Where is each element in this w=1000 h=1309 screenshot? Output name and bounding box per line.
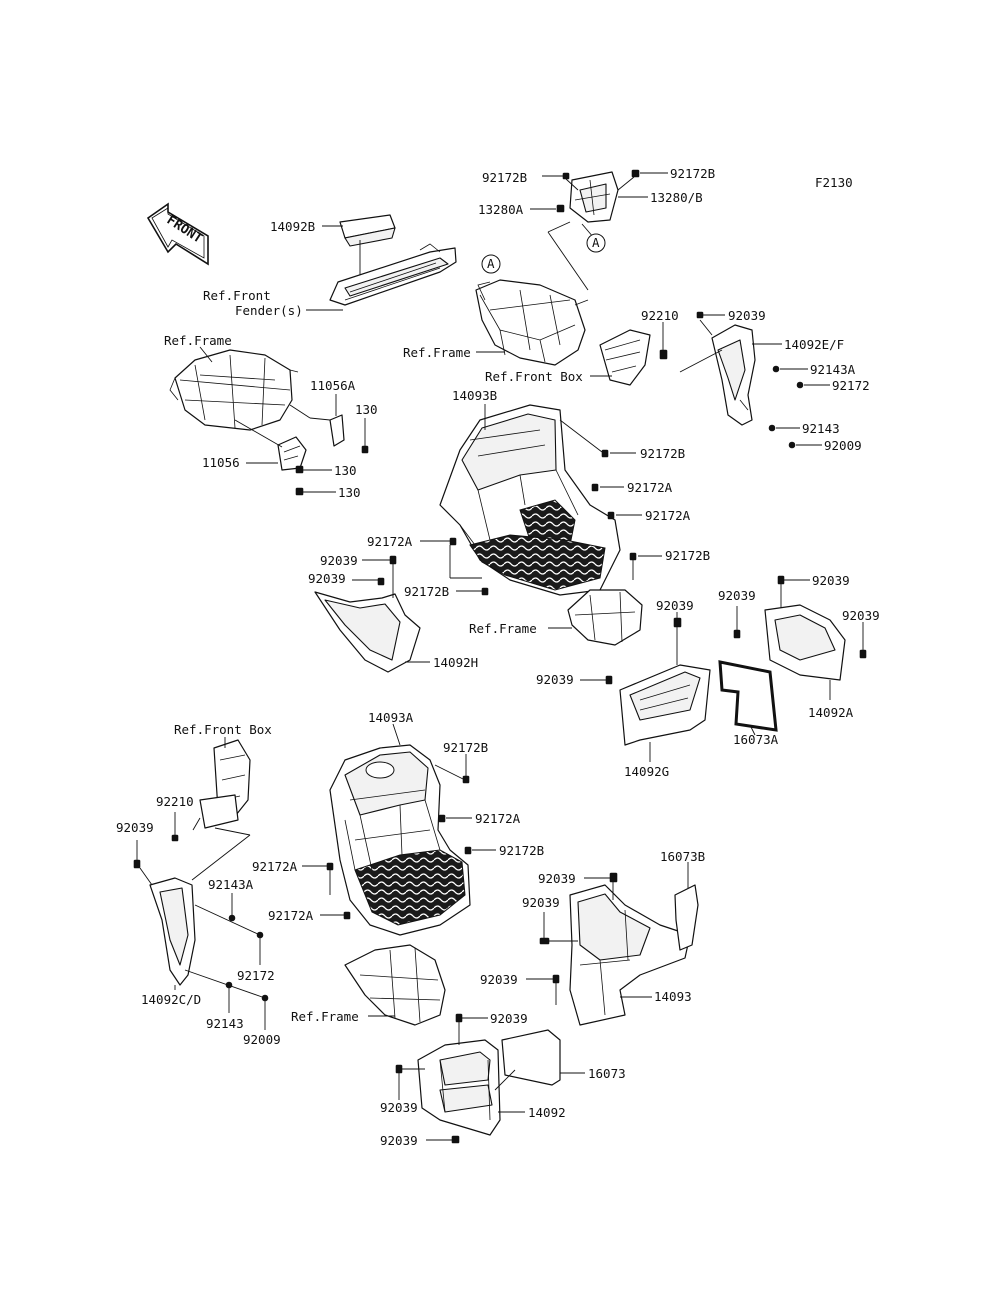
label-13280A: 13280A <box>478 202 524 217</box>
label-92039-h2: 92039 <box>308 571 346 586</box>
label-ref-frame-1: Ref.Frame <box>164 333 232 348</box>
label-14092: 14092 <box>528 1105 566 1120</box>
part-14093-tray <box>526 872 691 1026</box>
ref-frame-center-top <box>475 279 589 366</box>
part-14092B-fender-cover <box>306 214 457 311</box>
label-92143-top: 92143 <box>802 421 840 436</box>
label-11056A: 11056A <box>310 378 356 393</box>
part-11056A-bracket <box>289 394 369 454</box>
label-92143A-top: 92143A <box>810 362 856 377</box>
label-92039-r3: 92039 <box>480 972 518 987</box>
label-14093B: 14093B <box>452 388 497 403</box>
label-92039-a1: 92039 <box>812 573 850 588</box>
label-14092G: 14092G <box>624 764 669 779</box>
label-92039-r1: 92039 <box>538 871 576 886</box>
label-130-b: 130 <box>334 463 357 478</box>
callout-a-top: A <box>586 233 606 253</box>
part-13280-bracket-assembly <box>530 169 668 291</box>
label-92172B-low1: 92172B <box>443 740 488 755</box>
front-arrow-icon: FRONT <box>146 202 209 266</box>
part-14092H-cover <box>314 555 430 673</box>
label-ref-frame-2: Ref.Frame <box>403 345 471 360</box>
label-92172B-top-right: 92172B <box>670 166 715 181</box>
part-14093A-floor-panel <box>329 723 471 936</box>
label-14092A: 14092A <box>808 705 854 720</box>
label-92039-g1: 92039 <box>656 598 694 613</box>
part-11056-bracket <box>234 419 336 496</box>
label-ref-front-box-1: Ref.Front Box <box>485 369 583 384</box>
label-92172B-mid1: 92172B <box>640 446 685 461</box>
label-14093A: 14093A <box>368 710 414 725</box>
ref-frame-lower <box>344 944 446 1026</box>
callout-a-frame: A <box>481 254 501 274</box>
label-130-a: 130 <box>355 402 378 417</box>
label-92210-bot: 92210 <box>156 794 194 809</box>
part-14092A-cover <box>733 575 867 700</box>
label-92039-h1: 92039 <box>320 553 358 568</box>
label-92210-top: 92210 <box>641 308 679 323</box>
label-92009-bot: 92009 <box>243 1032 281 1047</box>
part-16073A-pad <box>718 660 778 736</box>
label-ref-front-box-2: Ref.Front Box <box>174 722 272 737</box>
part-16073B-pad <box>674 862 699 951</box>
label-92039-cd: 92039 <box>116 820 154 835</box>
label-92172A-mid2: 92172A <box>645 508 691 523</box>
label-92172A-low2: 92172A <box>252 859 298 874</box>
label-16073: 16073 <box>588 1066 626 1081</box>
label-92009-top: 92009 <box>824 438 862 453</box>
ref-front-box-top <box>590 329 651 386</box>
label-92039-a2: 92039 <box>718 588 756 603</box>
label-92039-a3: 92039 <box>842 608 880 623</box>
label-92172A-low1: 92172A <box>475 811 521 826</box>
label-92039-g2: 92039 <box>536 672 574 687</box>
label-92172-top: 92172 <box>832 378 870 393</box>
ref-frame-left <box>169 346 299 431</box>
label-92039-r2: 92039 <box>522 895 560 910</box>
ref-front-box-lower <box>199 737 251 829</box>
label-14092EF: 14092E/F <box>784 337 844 352</box>
label-92172B-low2: 92172B <box>499 843 544 858</box>
part-14092G-cover <box>580 612 711 762</box>
label-92172A-mid3: 92172A <box>367 534 413 549</box>
callout-a-top-letter: A <box>592 235 600 250</box>
label-92039-b3: 92039 <box>380 1133 418 1148</box>
label-14092B: 14092B <box>270 219 315 234</box>
label-16073A: 16073A <box>733 732 779 747</box>
label-92172A-low3: 92172A <box>268 908 314 923</box>
label-92039-b1: 92039 <box>490 1011 528 1026</box>
label-ref-front-fenders-1: Ref.Front <box>203 288 271 303</box>
label-92039-top: 92039 <box>728 308 766 323</box>
label-14092H: 14092H <box>433 655 478 670</box>
part-16073-pad <box>494 1029 585 1091</box>
label-ref-front-fenders-2: Fender(s) <box>235 303 303 318</box>
label-92039-b2: 92039 <box>380 1100 418 1115</box>
label-92172B-mid2: 92172B <box>665 548 710 563</box>
label-14093: 14093 <box>654 989 692 1004</box>
label-13280B: 13280/B <box>650 190 703 205</box>
label-16073B: 16073B <box>660 849 705 864</box>
callout-a-frame-letter: A <box>487 256 495 271</box>
ref-frame-mid <box>548 589 643 646</box>
figure-code: F2130 <box>815 175 853 190</box>
label-92172B-top-left: 92172B <box>482 170 527 185</box>
label-11056: 11056 <box>202 455 240 470</box>
part-14092-cover <box>395 1013 525 1144</box>
label-92172A-mid1: 92172A <box>627 480 673 495</box>
label-92172-bot: 92172 <box>237 968 275 983</box>
label-92143A-bot: 92143A <box>208 877 254 892</box>
label-92172B-mid3: 92172B <box>404 584 449 599</box>
part-14092E-F-side-cover <box>659 311 830 449</box>
part-14092CD-side-cover <box>133 827 269 1030</box>
label-14092CD: 14092C/D <box>141 992 201 1007</box>
label-ref-frame-4: Ref.Frame <box>291 1009 359 1024</box>
part-14093B-floor-panel <box>439 404 621 596</box>
label-130-c: 130 <box>338 485 361 500</box>
label-ref-frame-3: Ref.Frame <box>469 621 537 636</box>
label-92143-bot: 92143 <box>206 1016 244 1031</box>
